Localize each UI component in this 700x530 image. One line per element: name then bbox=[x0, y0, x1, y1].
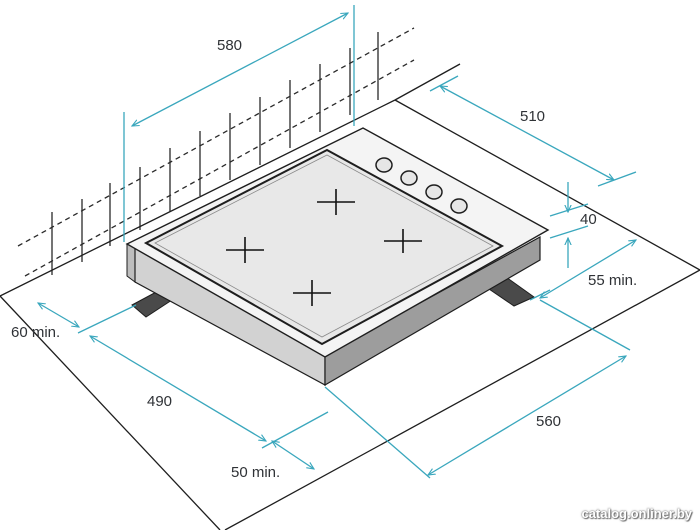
dim-line-50-min bbox=[272, 441, 314, 469]
dim-label-clearance-right: 55 min. bbox=[588, 272, 638, 289]
burners bbox=[226, 189, 422, 306]
watermark: catalog.onliner.by bbox=[581, 506, 692, 521]
dim-label-height: 40 bbox=[580, 211, 597, 228]
dim-line-490 bbox=[90, 336, 266, 441]
circle-knob-icon bbox=[425, 184, 443, 200]
cross-burner-icon bbox=[226, 237, 264, 263]
dim-label-clearance-front: 50 min. bbox=[231, 464, 281, 481]
cross-burner-icon bbox=[293, 280, 331, 306]
dim-line-580 bbox=[132, 13, 348, 126]
hob-side-face bbox=[126, 243, 136, 283]
hob bbox=[125, 127, 550, 387]
circle-knob-icon bbox=[400, 170, 418, 186]
dim-label-clearance-left: 60 min. bbox=[11, 324, 61, 341]
dim-label-width-top: 580 bbox=[217, 37, 243, 54]
dimension-lines bbox=[38, 5, 636, 479]
dim-label-cutout-width: 490 bbox=[147, 393, 173, 410]
dim-label-depth-top: 510 bbox=[520, 108, 546, 125]
dim-line-55-min bbox=[540, 240, 636, 298]
cross-burner-icon bbox=[317, 189, 355, 215]
dim-line-560 bbox=[428, 356, 626, 475]
dim-line-510 bbox=[440, 86, 614, 180]
dim-label-cutout-depth: 560 bbox=[536, 413, 562, 430]
hob-glass-inner bbox=[154, 154, 494, 338]
hob-glass-panel bbox=[143, 148, 505, 346]
circle-knob-icon bbox=[375, 157, 393, 173]
dim-line-60-min bbox=[38, 303, 79, 327]
circle-knob-icon bbox=[450, 198, 468, 214]
cross-burner-icon bbox=[384, 229, 422, 253]
control-knobs bbox=[375, 157, 468, 214]
